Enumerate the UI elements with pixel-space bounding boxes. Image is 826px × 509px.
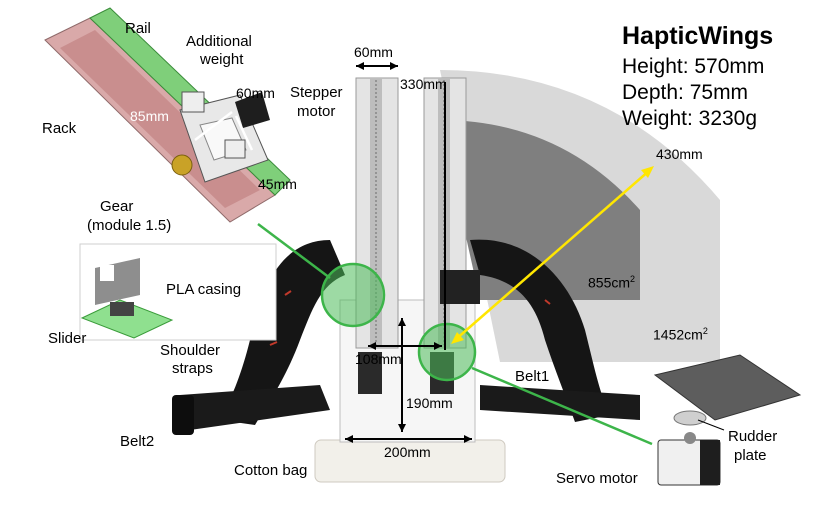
- label-rail: Rail: [125, 20, 151, 37]
- dim-60mm-side: 60mm: [236, 85, 275, 101]
- label-belt2: Belt2: [120, 433, 155, 450]
- arrow-430-head-start: [451, 332, 464, 344]
- label-rack: Rack: [42, 120, 77, 137]
- arrow-430-head-end: [641, 166, 654, 178]
- system-title: HapticWings: [622, 22, 774, 50]
- label-additional-weight-1: Additional: [186, 33, 252, 50]
- dim-108mm: 108mm: [355, 351, 402, 367]
- right-zoom-circle: [417, 322, 477, 382]
- area-855: 855cm2: [588, 274, 636, 291]
- arrow-430: [454, 169, 651, 341]
- label-stepper-2: motor: [297, 103, 336, 120]
- label-slider: Slider: [48, 330, 87, 347]
- stepper-motor-body: [440, 270, 480, 304]
- belt-buckle: [172, 395, 194, 435]
- leader-servo-to-circle: [471, 366, 653, 446]
- right-shoulder-strap: [470, 239, 610, 422]
- left-servo: [358, 352, 382, 394]
- label-gear-1: Gear: [100, 198, 134, 215]
- servo-render: [653, 354, 802, 486]
- dimension-arrowheads: [345, 62, 472, 443]
- label-shoulder-2: straps: [172, 360, 213, 377]
- label-cotton-bag: Cotton bag: [234, 462, 308, 479]
- dim-60mm-top: 60mm: [354, 44, 393, 60]
- label-servo-motor: Servo motor: [556, 470, 638, 487]
- left-shoulder-strap: [220, 240, 345, 425]
- leader-rudder-plate: [697, 419, 725, 431]
- dim-200mm: 200mm: [384, 444, 431, 460]
- dim-45mm: 45mm: [258, 176, 297, 192]
- dim-85mm: 85mm: [130, 108, 169, 124]
- spec-height: Height: 570mm: [622, 55, 765, 78]
- label-rudder-2: plate: [734, 447, 767, 464]
- label-additional-weight-2: weight: [200, 51, 244, 68]
- area-1452: 1452cm2: [653, 326, 708, 343]
- dim-190mm: 190mm: [406, 395, 453, 411]
- spec-depth: Depth: 75mm: [622, 81, 749, 104]
- dim-430mm: 430mm: [656, 146, 703, 162]
- spec-weight: Weight: 3230g: [622, 107, 758, 130]
- pla-inset: [79, 243, 277, 341]
- label-stepper-1: Stepper: [290, 84, 343, 101]
- dim-330mm: 330mm: [400, 76, 447, 92]
- label-shoulder-1: Shoulder: [160, 342, 221, 359]
- label-rudder-1: Rudder: [728, 428, 778, 445]
- dimension-lines: [345, 65, 472, 440]
- rack-inset: [44, 7, 291, 223]
- label-pla-casing: PLA casing: [166, 281, 242, 298]
- label-gear-2: (module 1.5): [87, 217, 172, 234]
- waist-belt: [180, 385, 640, 430]
- label-belt1: Belt1: [515, 368, 550, 385]
- strap-stitching: [269, 290, 551, 346]
- leader-gear-to-circle: [257, 223, 331, 279]
- left-zoom-circle: [320, 262, 386, 328]
